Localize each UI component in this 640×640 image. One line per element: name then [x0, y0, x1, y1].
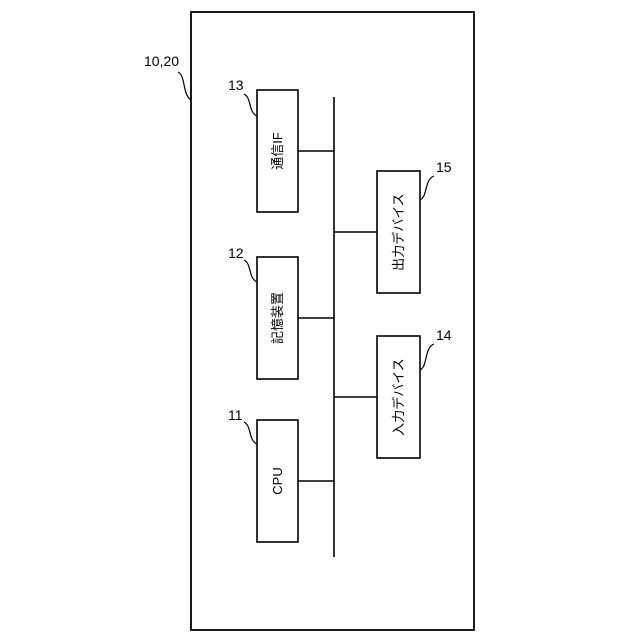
- output-device-label: 出力デバイス: [391, 193, 406, 271]
- outer-frame-ref: 10,20: [144, 53, 179, 69]
- storage-ref: 12: [228, 245, 244, 261]
- outer-frame-leader: [178, 72, 191, 100]
- comm-if-ref: 13: [228, 77, 244, 93]
- cpu-ref: 11: [228, 407, 243, 423]
- comm-if-label: 通信IF: [270, 132, 285, 170]
- input-device-label: 入力デバイス: [391, 358, 406, 436]
- cpu-label: CPU: [270, 467, 285, 494]
- outer-frame: [191, 12, 474, 630]
- input-device-ref: 14: [436, 327, 452, 343]
- storage-label: 記憶装置: [270, 292, 285, 344]
- output-device-ref: 15: [436, 159, 452, 175]
